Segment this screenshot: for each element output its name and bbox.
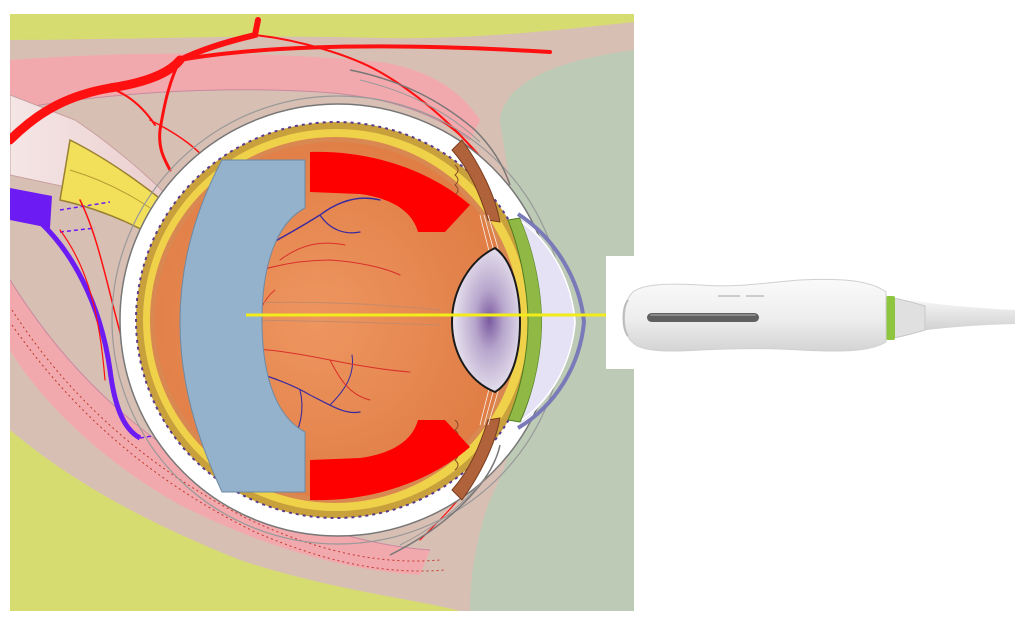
- muscle-outline: [10, 89, 471, 141]
- inferior-rectus-muscle: [10, 280, 430, 575]
- superior-rectus-muscle: [10, 53, 480, 140]
- scleral-buckle-upper: [310, 151, 470, 232]
- probe-window-highlight: [650, 314, 756, 316]
- upper-eyelid-inner: [359, 79, 481, 143]
- orbital-fat-top: [10, 14, 634, 40]
- orbit-panel: [10, 14, 634, 611]
- probe-ring: [886, 296, 895, 340]
- orbital-fat-bottom: [10, 430, 460, 611]
- silicone-oil-tamponade: [179, 159, 306, 493]
- upper-eyelid: [349, 69, 511, 186]
- zonules: [479, 214, 501, 426]
- ciliary-body: [451, 417, 501, 501]
- muscle-fibers: [11, 324, 446, 572]
- probe-strain-relief: [892, 297, 926, 339]
- probe-tip: [622, 299, 629, 337]
- cornea-inner: [521, 221, 576, 421]
- lower-eyelid: [389, 444, 501, 556]
- probe-cable: [910, 300, 1015, 332]
- ophthalmic-vein: [10, 188, 52, 228]
- ciliary-body: [451, 139, 501, 223]
- lower-eyelid-inner: [399, 477, 486, 546]
- ophthalmic-vein-branch: [38, 220, 142, 441]
- cornea: [516, 212, 587, 430]
- ultrasound-probe: [622, 278, 1015, 352]
- scleral-buckle-lower: [310, 420, 470, 501]
- lens: [450, 246, 522, 394]
